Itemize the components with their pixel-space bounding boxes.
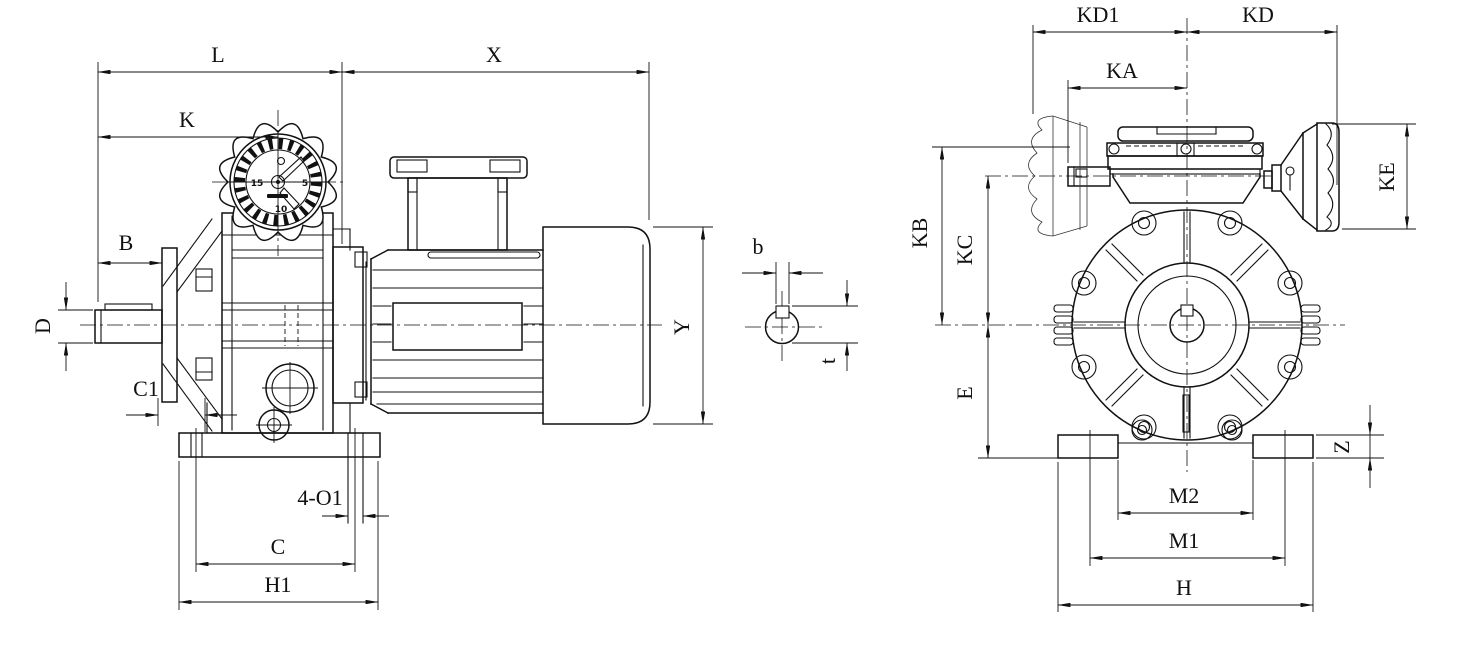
dim-label-b: b — [753, 234, 764, 259]
dimension-KD1: KD1 — [1032, 2, 1188, 114]
dim-label-E: E — [952, 386, 977, 399]
dimension-X: X — [341, 42, 650, 220]
front-view — [1028, 115, 1340, 459]
dim-label-B: B — [119, 230, 134, 255]
dimension-C: C — [195, 534, 356, 567]
output-shaft — [94, 303, 163, 344]
dim-label-C: C — [271, 534, 286, 559]
dim-label-L: L — [211, 42, 224, 67]
dimension-B: B — [97, 230, 163, 306]
flange-bolts — [1071, 210, 1303, 440]
input-shaft — [1067, 166, 1111, 187]
dial-needle — [270, 156, 305, 210]
mounting-foot — [178, 432, 381, 524]
dim-label-M1: M1 — [1169, 528, 1200, 553]
dim-label-X: X — [486, 42, 502, 67]
dimension-4-O1: 4-O1 — [297, 485, 389, 519]
dimension-t: t — [792, 280, 858, 371]
dim-label-KC: KC — [952, 235, 977, 266]
variator-housing — [1106, 126, 1264, 204]
mounting-flange — [161, 218, 223, 432]
speed-knob-side — [1263, 122, 1340, 232]
dim-label-KB: KB — [907, 218, 932, 249]
dim-label-Z: Z — [1329, 440, 1354, 453]
dim-label-H: H — [1176, 575, 1192, 600]
fan-cover — [542, 226, 651, 425]
dimension-KC: KC — [952, 175, 991, 326]
dim-label-K: K — [179, 107, 195, 132]
dial-tick-bottom: 10 — [275, 205, 288, 215]
dimension-C1: C1 — [126, 376, 237, 432]
dimension-Y: Y — [653, 226, 713, 425]
dial-text-blob — [267, 194, 288, 198]
dim-label-t: t — [815, 358, 840, 364]
hub-keyway — [1180, 304, 1194, 317]
dimension-H: H — [1057, 462, 1314, 612]
dimension-b: b — [742, 234, 823, 304]
motor-body — [365, 248, 544, 415]
dim-label-Y: Y — [669, 319, 694, 335]
front-base — [1057, 394, 1314, 459]
dimension-KB: KB — [907, 146, 1070, 326]
shaft-hub — [1124, 262, 1250, 388]
dim-label-C1: C1 — [133, 376, 159, 401]
dim-label-KA: KA — [1106, 58, 1138, 83]
dimension-KA: KA — [1067, 58, 1188, 163]
dimension-E: E — [952, 324, 1060, 459]
oil-plugs — [258, 363, 315, 441]
dim-label-D: D — [30, 318, 55, 334]
dimension-K: K — [97, 107, 279, 140]
dimension-Z: Z — [1316, 405, 1384, 488]
dimension-D: D — [30, 282, 93, 371]
dial-tick-left: 15 — [251, 179, 264, 189]
dimensions: L X K B D — [30, 2, 1416, 612]
dim-label-M2: M2 — [1169, 483, 1200, 508]
motor-flange-front — [1053, 209, 1321, 441]
dim-label-KE: KE — [1374, 162, 1399, 191]
speed-dial-knob: 15 5 10 — [219, 123, 337, 241]
dim-label-4-O1: 4-O1 — [297, 485, 342, 510]
side-view: 15 5 10 — [94, 123, 651, 524]
dial-tick-right: 5 — [302, 179, 308, 189]
dim-label-H1: H1 — [265, 572, 292, 597]
dimension-M1: M1 — [1089, 528, 1286, 561]
motor-nameplate — [392, 302, 523, 351]
motor-terminal-box — [389, 156, 528, 251]
shaft-key-section — [764, 305, 800, 345]
dimension-KD: KD — [1186, 2, 1338, 185]
dim-label-KD1: KD1 — [1077, 2, 1120, 27]
dimension-KE: KE — [1332, 123, 1416, 230]
flange-ribs — [1073, 211, 1301, 439]
gearbox-housing — [206, 212, 368, 434]
dimension-M2: M2 — [1117, 460, 1254, 520]
cooling-fins — [1053, 304, 1321, 346]
centerlines — [80, 18, 1345, 572]
dimension-H1: H1 — [178, 461, 379, 610]
dim-label-KD: KD — [1242, 2, 1274, 27]
keyway-notch — [775, 305, 790, 319]
lifting-slot — [427, 251, 541, 259]
handwheel-phantom — [1028, 115, 1088, 237]
